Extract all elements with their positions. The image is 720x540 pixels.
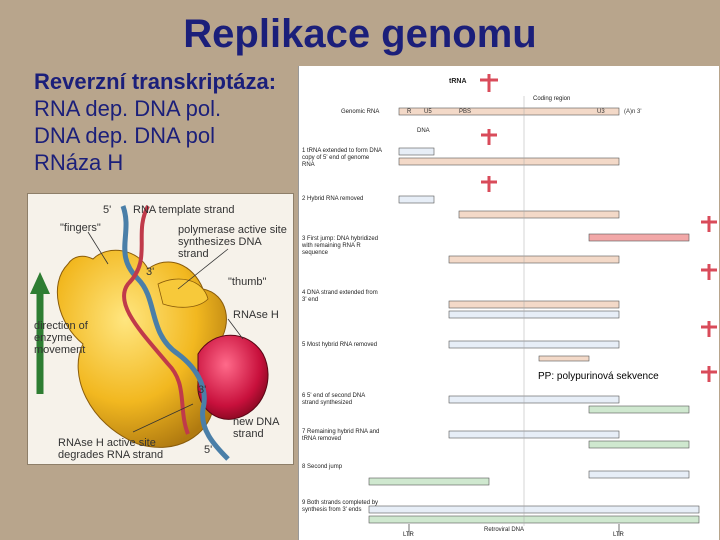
retroviral-dna-label: Retroviral DNA [484, 527, 525, 533]
enzyme-illustration [30, 205, 269, 461]
rnase-h-site-label: RNAse H active site degrades RNA strand [58, 437, 164, 461]
text-line-2: DNA dep. DNA pol [34, 123, 215, 148]
step-8: 8 Second jump [302, 464, 343, 470]
three-prime-mid-label: 3' [146, 266, 155, 278]
five-prime-top-label: 5' [103, 204, 112, 216]
ltr-left-label: LTR [403, 532, 414, 538]
dna-label: DNA [417, 128, 430, 134]
seg-u3: U3 [597, 109, 605, 115]
polymerase-site-label: polymerase active site synthesizes DNA s… [178, 224, 287, 260]
five-prime-bottom-label: 5' [204, 444, 213, 456]
step-6: 6 5' end of second DNA strand synthesize… [302, 393, 365, 406]
step-3: 3 First jump: DNA hybridized with remain… [302, 236, 379, 256]
text-line-3: RNáza H [34, 150, 124, 175]
step-1: 1 tRNA extended to form DNA copy of 5' e… [302, 148, 382, 168]
genomic-rna-label: Genomic RNA [341, 109, 380, 115]
seg-u5: U5 [424, 109, 432, 115]
seg-pbs: PBS [459, 109, 472, 115]
replication-scheme: tRNA Genomic RNA Coding region DNA R U5 … [298, 66, 719, 540]
rna-template-label: RNA template strand [133, 204, 235, 216]
replication-scheme-drawing [368, 74, 717, 536]
reverse-transcriptase-figure: "fingers" 5' RNA template strand polymer… [27, 193, 294, 465]
step-9: 9 Both strands completed by synthesis fr… [302, 500, 379, 513]
three-prime-low-label: 3' [198, 384, 207, 396]
text-header: Reverzní transkriptáza: [34, 69, 277, 94]
step-7: 7 Remaining hybrid RNA and tRNA removed [302, 429, 380, 442]
text-line-1: RNA dep. DNA pol. [34, 96, 222, 121]
ltr-right-label: LTR [613, 532, 624, 538]
direction-label: direction of enzyme movement [34, 320, 88, 356]
new-dna-label: new DNA strand [233, 416, 279, 440]
coding-region-label: Coding region [533, 96, 571, 102]
seg-r: R [407, 109, 412, 115]
trna-label: tRNA [449, 78, 467, 85]
slide-title: Replikace genomu [183, 12, 537, 56]
fingers-label: "fingers" [60, 222, 101, 234]
pp-note: PP: polypurinová sekvence [536, 371, 661, 382]
step-4: 4 DNA strand extended from 3' end [302, 290, 378, 303]
thumb-label: "thumb" [228, 276, 267, 288]
seg-polya: (A)n 3' [624, 109, 642, 115]
step-5: 5 Most hybrid RNA removed [302, 342, 378, 348]
text-block: Reverzní transkriptáza: RNA dep. DNA pol… [34, 68, 276, 176]
step-2: 2 Hybrid RNA removed [302, 196, 364, 202]
rnase-h-label: RNAse H [233, 309, 279, 321]
